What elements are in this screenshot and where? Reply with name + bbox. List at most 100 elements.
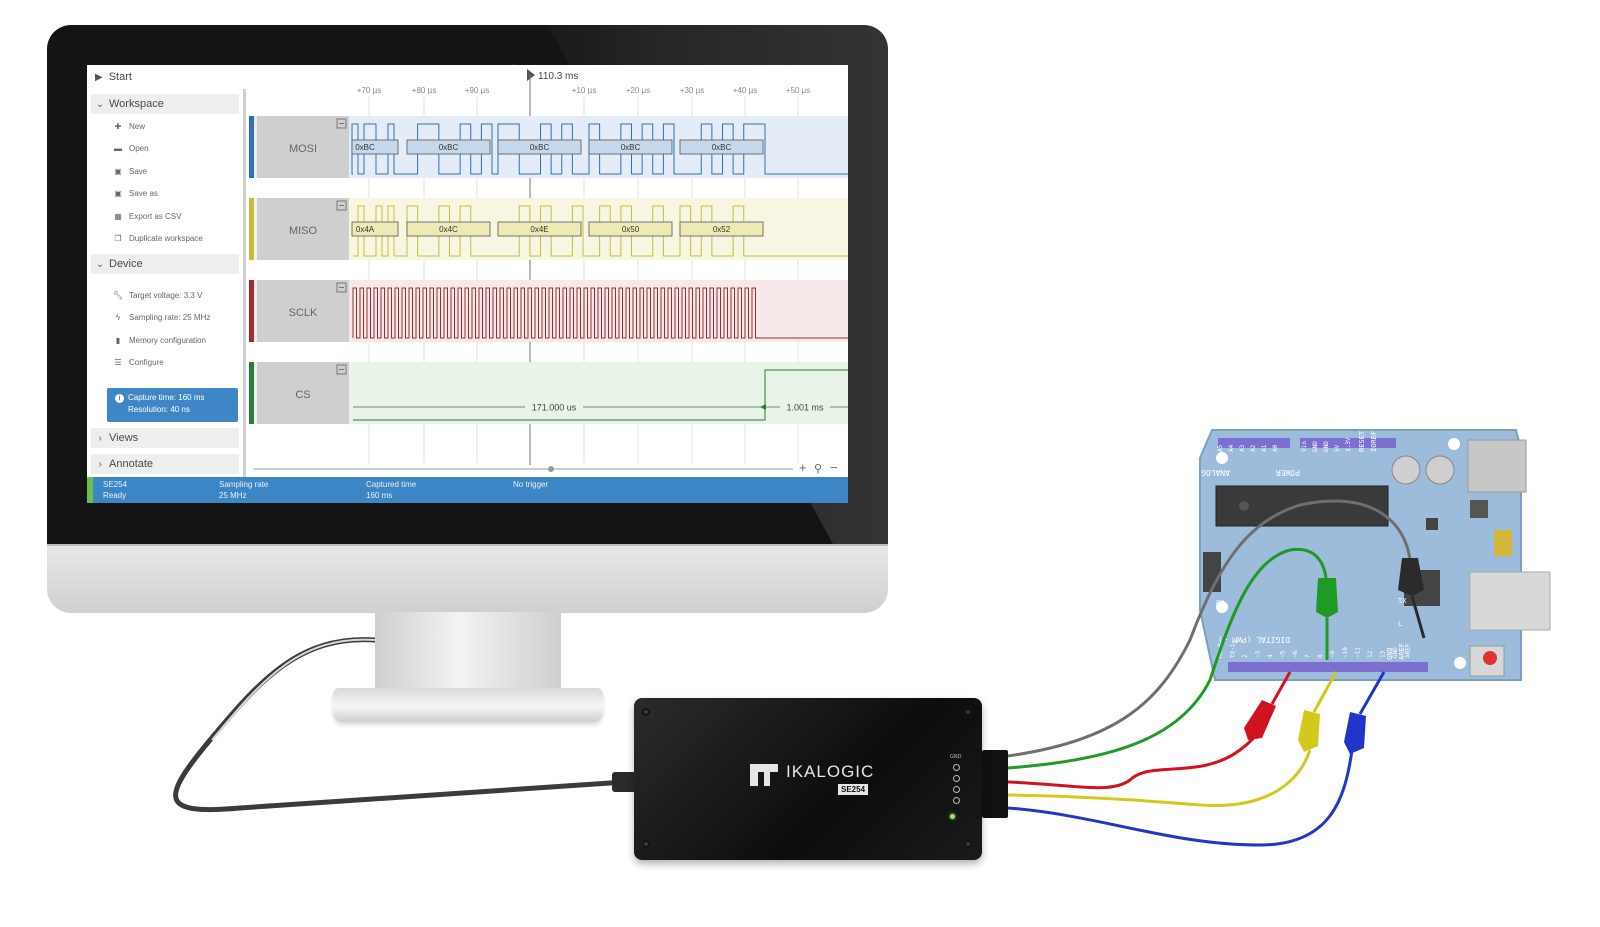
pin-label: ~6 [1292, 650, 1299, 658]
sidebar-item-label: Duplicate workspace [129, 234, 203, 243]
monitor-stand [375, 612, 561, 692]
sidebar-item-open[interactable]: ▬ Open [113, 144, 149, 153]
channel-color-bar [249, 116, 254, 178]
on-label: ON [1216, 599, 1224, 607]
status-bar: SE254 Ready Sampling rate 25 MHz Capture… [87, 477, 848, 503]
status-indicator [87, 477, 93, 503]
signal-trace [353, 369, 848, 421]
decoded-byte[interactable] [406, 139, 491, 155]
decoded-byte[interactable] [679, 221, 764, 237]
pin-label: A4 [1228, 444, 1235, 452]
sidebar-item-save-as[interactable]: ▣ Save as [113, 189, 158, 198]
channel-label-box[interactable] [257, 198, 349, 260]
decoded-byte-label: 0xBC [439, 143, 459, 152]
decoded-byte[interactable] [497, 139, 582, 155]
decoded-byte[interactable] [679, 139, 764, 155]
decoded-byte[interactable] [351, 139, 399, 155]
pin-label: 8 [1317, 654, 1324, 658]
time-ruler: +70 µs +80 µs +90 µs +10 µs +20 µs +30 µ… [357, 69, 810, 95]
save-icon: ▣ [114, 167, 122, 176]
annotate-section-header[interactable]: › Annotate [91, 454, 239, 474]
sidebar-item-duplicate[interactable]: ❐ Duplicate workspace [113, 234, 203, 243]
pin-label: 13 [1380, 650, 1387, 658]
chevron-right-icon: › [98, 432, 102, 444]
tick-label: +40 µs [733, 86, 757, 95]
aref-label: AREF [1398, 643, 1406, 660]
pin-label: A5 [1217, 444, 1224, 452]
signal-trace [352, 287, 848, 339]
views-section-header[interactable]: › Views [91, 428, 239, 448]
cs-high-duration: 1.001 ms [786, 403, 824, 413]
sampling-rate-value: 25 MHz [219, 491, 247, 500]
pin-label: ~5 [1280, 650, 1287, 658]
channel-name: MOSI [289, 143, 317, 155]
decoded-byte[interactable] [588, 221, 673, 237]
collapse-icon[interactable] [336, 364, 347, 375]
probe-clip-sclk [1244, 671, 1292, 740]
channel-label-box[interactable] [257, 362, 349, 424]
pin-label: ~10 [1342, 647, 1349, 658]
search-icon: ⚲ [814, 463, 822, 475]
sidebar-item-label: Save [129, 167, 148, 176]
collapse-icon[interactable] [336, 282, 347, 293]
sidebar-item-memory-config[interactable]: ▮ Memory configuration [113, 336, 206, 345]
sidebar-item-configure[interactable]: ☰ Configure [113, 358, 164, 367]
views-title: Views [109, 432, 139, 444]
ikalogic-logo-icon [750, 764, 778, 786]
sidebar-item-label: Save as [129, 189, 158, 198]
chevron-right-icon: › [98, 458, 102, 470]
cursor-marker-icon [527, 69, 535, 81]
monitor-chin [47, 544, 888, 613]
pin-label: ~3 [1255, 650, 1262, 658]
sidebar-item-label: Configure [129, 358, 164, 367]
decoded-byte[interactable] [406, 221, 491, 237]
tick-label: +20 µs [626, 86, 650, 95]
waveform-view[interactable]: +70 µs +80 µs +90 µs +10 µs +20 µs +30 µ… [87, 65, 848, 477]
sidebar-item-label: Open [129, 144, 149, 153]
pin-label: 3.3V [1345, 437, 1352, 452]
channel-label-box[interactable] [257, 116, 349, 178]
power-label: POWER [1276, 468, 1300, 477]
copy-icon: ❐ [114, 234, 122, 243]
app-screen: ▶ Start ⌄ Workspace ✚ New ▬ Open ▣ Save … [87, 65, 848, 503]
start-label: Start [108, 71, 132, 83]
decoded-byte-label: 0x52 [713, 225, 731, 234]
sidebar-scrollbar[interactable] [243, 89, 246, 477]
pin-label: A2 [1250, 444, 1257, 452]
sidebar-item-label: Target voltage: 3.3 V [129, 291, 203, 300]
decoded-byte[interactable] [497, 221, 582, 237]
pin-label: TX-1 [1230, 643, 1237, 658]
channel-label-box[interactable] [257, 280, 349, 342]
digital-label: DIGITAL (PWM ~) [1218, 635, 1290, 644]
l-label: L [1398, 620, 1402, 628]
sidebar-item-new[interactable]: ✚ New [113, 122, 145, 131]
pin-label: A1 [1261, 444, 1268, 452]
probe-connector [982, 750, 1008, 818]
collapse-icon[interactable] [336, 118, 347, 129]
workspace-section-header[interactable]: ⌄ Workspace [91, 94, 239, 114]
pin-label: ~9 [1330, 650, 1337, 658]
sidebar-item-sampling-rate[interactable]: ϟ Sampling rate: 25 MHz [113, 313, 211, 322]
start-button[interactable]: ▶ Start [95, 71, 132, 83]
decoded-byte-label: 0xBC [355, 143, 375, 152]
decoded-byte[interactable] [588, 139, 673, 155]
sidebar-item-target-voltage[interactable]: 🔧︎ Target voltage: 3.3 V [113, 291, 202, 300]
annotate-title: Annotate [109, 458, 154, 470]
decoded-byte[interactable] [351, 221, 399, 237]
channel-name: MISO [289, 225, 318, 237]
collapse-icon[interactable] [336, 200, 347, 211]
screw-icon [964, 840, 972, 848]
tick-label: +70 µs [357, 86, 381, 95]
pin-label: A0 [1272, 444, 1279, 452]
model-badge: SE254 [838, 784, 869, 795]
decoded-byte-label: 0xBC [712, 143, 732, 152]
sidebar-item-label: New [129, 122, 146, 131]
wrench-icon: 🔧︎ [113, 291, 124, 300]
device-section-header[interactable]: ⌄ Device [91, 254, 239, 274]
gnd-port-label: GND [950, 754, 962, 760]
sidebar-item-export-csv[interactable]: ▦ Export as CSV [113, 212, 181, 221]
sidebar-item-save[interactable]: ▣ Save [113, 167, 147, 176]
